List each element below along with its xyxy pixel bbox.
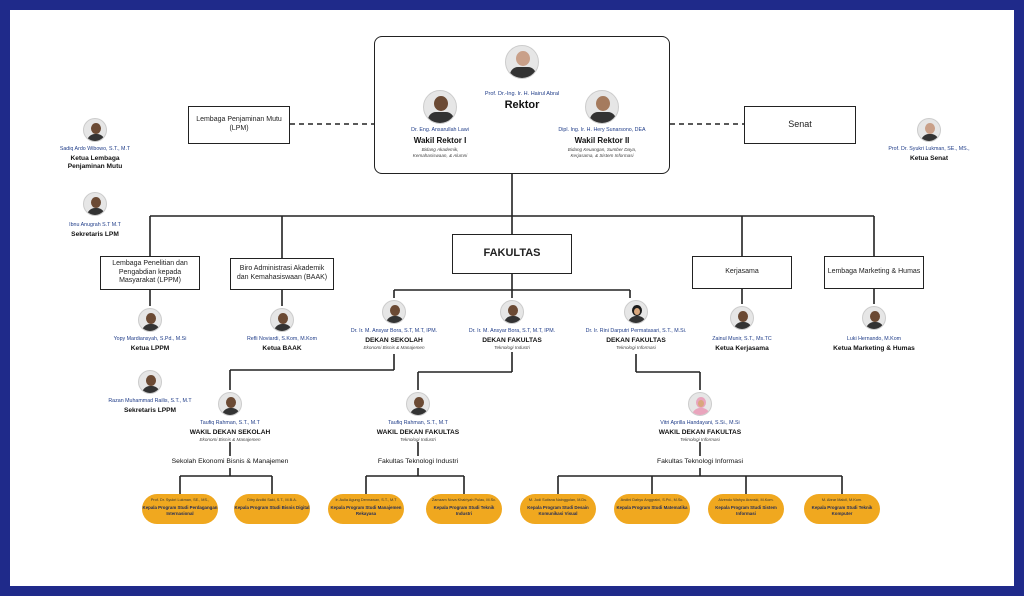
lpm-head-photo: [83, 118, 107, 142]
wd3-school: Fakultas Teknologi Informasi: [656, 458, 743, 465]
dekan1-photo: [382, 300, 406, 324]
lppm-head-photo: [138, 308, 162, 332]
senat-head-title: Ketua Senat: [909, 155, 949, 162]
lppm-sec-name: Razan Muhammad Railis, S.T., M.T: [108, 398, 192, 404]
wr2-sub1: Bidang Keuangan, Sumber Daya,: [567, 147, 637, 152]
prodi-bisnis-digital: Ditry Andiki Saki, S.T., M.B.A.Kepala Pr…: [234, 494, 310, 524]
dekan3-sub: Teknologi Informasi: [616, 345, 656, 350]
wd2-name: Taufiq Rahman, S.T., M.T: [388, 420, 448, 426]
wr1-sub1: Bidang Akademik,: [421, 147, 459, 152]
wr2-name: Dipl. Ing. Ir. H. Hery Sunarsono, DEA: [558, 127, 646, 133]
baak-head-photo: [270, 308, 294, 332]
wr1-sub2: Kemahasiswaan, & Alumni: [412, 153, 468, 158]
marketing-head-name: Luki Hernando, M.Kom: [846, 336, 902, 342]
wr2-title: Wakil Rektor II: [574, 136, 630, 145]
kerjasama-head-title: Ketua Kerjasama: [715, 345, 769, 352]
wd3-photo: [688, 392, 712, 416]
marketing-head-title: Ketua Marketing & Humas: [833, 345, 915, 352]
wr2-sub2: Kerjasama, & Sistem Informasi: [570, 153, 634, 158]
prodi-sistem-informasi: Alvendo Wahyu Aranski, M.Kom.Kepala Prog…: [708, 494, 784, 524]
prodi-dkv: M. Jodi Sutisna Nainggolan, M.Ds.Kepala …: [520, 494, 596, 524]
senat-head-photo: [917, 118, 941, 142]
dekan2-sub: Teknologi Industri: [494, 345, 530, 350]
wd1-photo: [218, 392, 242, 416]
prodi-matematika: Andini Dahyu Anggraini, S.Pd., M.Sc.Kepa…: [614, 494, 690, 524]
wr1-name: Dr. Eng. Ansarullah Lawi: [411, 127, 469, 133]
prodi-perdagangan-internasional: Prof. Dr. Syukri Lukman, SE., MS.,Kepala…: [142, 494, 218, 524]
fakultas-box: FAKULTAS: [452, 234, 572, 274]
lpm-head-name: Sadiq Ardo Wibowo, S.T., M.T: [59, 146, 131, 152]
lpm-head-title1: Ketua Lembaga: [70, 155, 120, 162]
wd3-sub: Teknologi Informasi: [680, 437, 720, 442]
lppm-box: Lembaga Penelitian dan Pengabdian kepada…: [100, 256, 200, 290]
rector-title: Rektor: [504, 99, 540, 111]
lpm-sec-photo: [83, 192, 107, 216]
prodi-teknik-industri: Zamzam Nova Khairiyah Pulau, M.Sc.Kepala…: [426, 494, 502, 524]
lppm-head-title: Ketua LPPM: [130, 345, 170, 352]
dekan1-title: DEKAN SEKOLAH: [365, 337, 423, 344]
dekan1-name: Dr. Ir. M. Ansyar Bora, S.T, M.T, IPM.: [350, 328, 438, 334]
dekan2-title: DEKAN FAKULTAS: [482, 337, 542, 344]
senat-head-name: Prof. Dr. Syukri Lukman, SE., MS.,: [888, 146, 970, 152]
rector-name: Prof. Dr.-Ing. Ir. H. Hairul Abral: [484, 91, 560, 97]
wd1-name: Taufiq Rahman, S.T., M.T: [200, 420, 260, 426]
lpm-sec-name: Ibnu Anugrah S.T M.T: [69, 222, 121, 228]
baak-head-name: Refli Noviardi, S.Kom, M.Kom: [246, 336, 318, 342]
wd1-sub: Ekonomi Bisnis & Manajemen: [199, 437, 261, 442]
marketing-head-photo: [862, 306, 886, 330]
lpm-box: Lembaga Penjaminan Mutu (LPM): [188, 106, 290, 144]
lpm-head-title2: Penjaminan Mutu: [67, 163, 123, 170]
baak-head-title: Ketua BAAK: [262, 345, 302, 352]
marketing-box: Lembaga Marketing & Humas: [824, 256, 924, 289]
rector-photo: [505, 45, 539, 79]
wd3-name: Vitri Aprilla Handayani, S.Si., M.Si: [660, 420, 740, 426]
senat-box: Senat: [744, 106, 856, 144]
kerjasama-head-photo: [730, 306, 754, 330]
wd1-title: WAKIL DEKAN SEKOLAH: [189, 429, 271, 436]
dekan3-title: DEKAN FAKULTAS: [606, 337, 666, 344]
dekan1-sub: Ekonomi Bisnis & Manajemen: [363, 345, 425, 350]
wd2-photo: [406, 392, 430, 416]
lppm-sec-photo: [138, 370, 162, 394]
lpm-sec-title: Sekretaris LPM: [71, 231, 119, 238]
kerjasama-box: Kerjasama: [692, 256, 792, 289]
dekan3-photo: [624, 300, 648, 324]
wd3-title: WAKIL DEKAN FAKULTAS: [658, 429, 742, 436]
kerjasama-head-name: Zainul Munir, S.T., Ms.TC: [712, 336, 772, 342]
baak-box: Biro Administrasi Akademik dan Kemahasis…: [230, 258, 334, 290]
lppm-sec-title: Sekretaris LPPM: [123, 407, 177, 414]
wd2-sub: Teknologi Industri: [400, 437, 436, 442]
dekan3-name: Dr. Ir. Rini Darputri Permatasari, S.T.,…: [585, 328, 687, 334]
lppm-head-name: Yopy Mardiansyah, S.Pd., M.Si: [113, 336, 187, 342]
dekan2-photo: [500, 300, 524, 324]
wd2-school: Fakultas Teknologi Industri: [377, 458, 459, 465]
wr1-photo: [423, 90, 457, 124]
wr2-photo: [585, 90, 619, 124]
wd1-school: Sekolah Ekonomi Bisnis & Manajemen: [171, 458, 289, 465]
wd2-title: WAKIL DEKAN FAKULTAS: [376, 429, 460, 436]
prodi-teknik-komputer: M. Abrar Malcil, M.Kom.Kepala Program St…: [804, 494, 880, 524]
wr1-title: Wakil Rektor I: [413, 136, 467, 145]
dekan2-name: Dr. Ir. M. Ansyar Bora, S.T, M.T, IPM.: [468, 328, 556, 334]
